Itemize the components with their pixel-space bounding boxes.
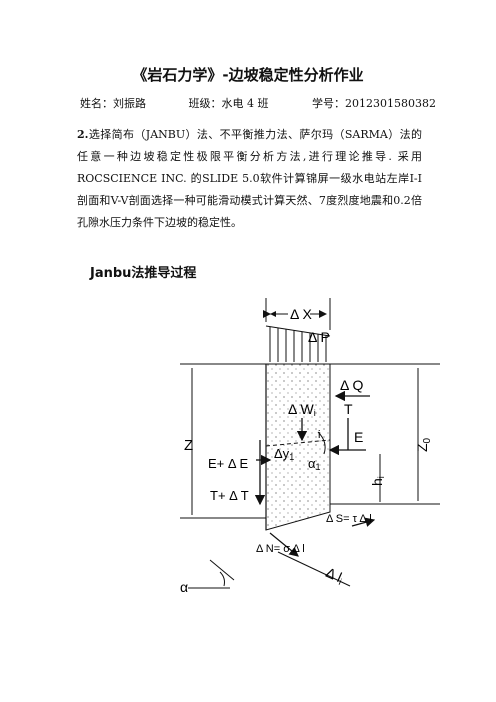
alpha-angle: α [180, 559, 235, 595]
z0-dimension: Z0 [414, 368, 433, 501]
dq-label: Δ Q [340, 377, 363, 393]
dw-label: Δ Wi [288, 401, 316, 418]
dl-label: Δ li [323, 564, 346, 587]
dx-label: Δ X [290, 306, 312, 322]
e-label: E [354, 429, 363, 445]
student-name: 姓名：刘振路 [80, 97, 146, 110]
student-id: 学号：2012301580382 [312, 97, 436, 110]
question-text: 选择简布（JANBU）法、不平衡推力法、萨尔玛（SARMA）法的任意一种边坡稳定… [77, 128, 422, 229]
e-force: E [328, 429, 366, 456]
thrust-line [265, 439, 331, 447]
dn-force: Δ N= σ Δ l [256, 532, 305, 557]
i-mark: i [318, 429, 320, 441]
dn-label: Δ N= σ Δ l [256, 543, 305, 555]
z-dimension: Z [184, 368, 193, 515]
t-force: T [344, 401, 353, 450]
distributed-load: Δ P [265, 325, 331, 362]
e-de-force: E+ Δ E [208, 440, 272, 480]
janbu-slice-diagram: Δ X Δ P Z Z0 Δ Q Δ Wi T [180, 298, 440, 595]
student-info: 姓名：刘振路 班级：水电 4 班 学号：2012301580382 [80, 95, 440, 111]
t-dt-label: T+ Δ T [210, 488, 249, 503]
dx-dimension: Δ X [263, 298, 331, 330]
student-class: 班级：水电 4 班 [188, 97, 269, 110]
ds-force: Δ S= τ Δ l [326, 513, 376, 527]
hi-dimension: hi [369, 454, 386, 502]
z-label: Z [184, 437, 193, 454]
z0-label: Z0 [414, 437, 433, 452]
t-label: T [344, 401, 353, 417]
dy-label: Δy1 [274, 446, 294, 462]
hi-label: hi [369, 476, 386, 486]
t-dt-force: T+ Δ T [210, 480, 266, 506]
alpha-label: α [180, 579, 188, 595]
page-title: 《岩石力学》-边坡稳定性分析作业 [132, 66, 364, 84]
dw-force: Δ Wi [288, 401, 316, 442]
dp-label: Δ P [308, 329, 330, 345]
ds-label: Δ S= τ Δ l [326, 513, 372, 525]
question-number: 2. [77, 128, 89, 141]
e-de-label: E+ Δ E [208, 456, 248, 471]
dl-dimension: Δ li [277, 551, 351, 587]
section-heading: Janbu法推导过程 [90, 266, 197, 281]
alpha-i-label: α1 [308, 456, 321, 472]
dq-force: Δ Q [334, 377, 370, 402]
assignment-paragraph: 2.选择简布（JANBU）法、不平衡推力法、萨尔玛（SARMA）法的任意一种边坡… [77, 124, 422, 234]
